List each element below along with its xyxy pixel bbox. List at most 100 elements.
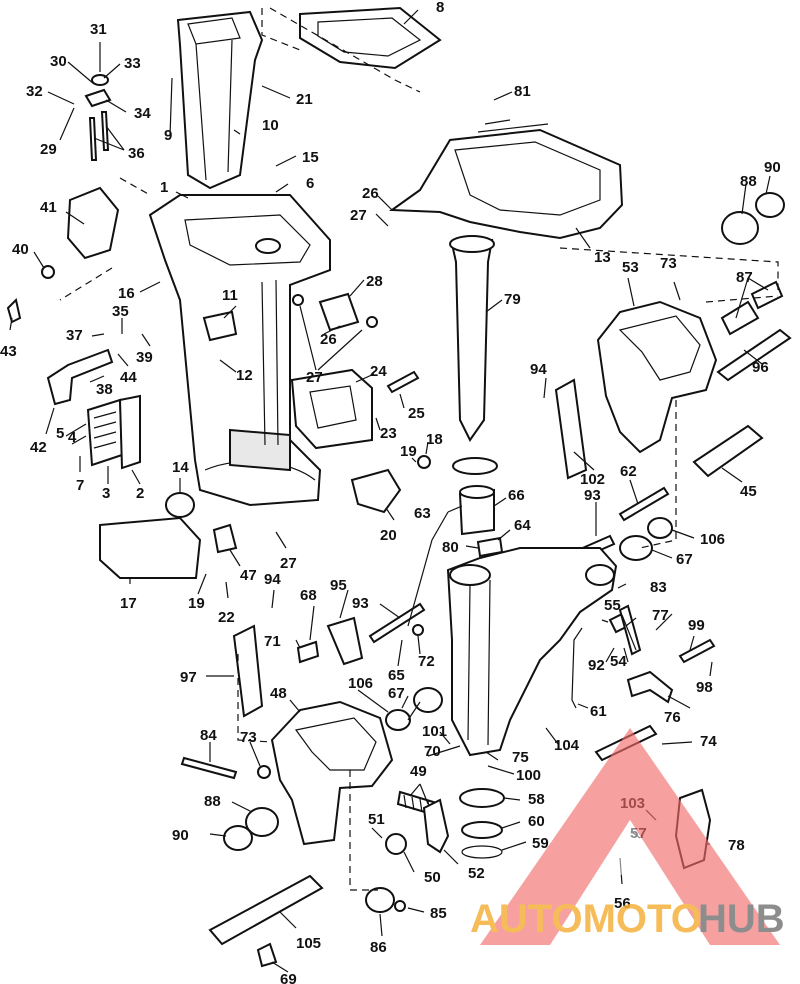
callout-67a: 67 [676,551,693,568]
callout-42: 42 [30,439,47,456]
callout-71: 71 [264,633,281,650]
callout-21: 21 [296,91,313,108]
callout-13: 13 [594,249,611,266]
callout-75: 75 [512,749,529,766]
callout-87: 87 [736,269,753,286]
washer-106b [385,709,411,731]
callout-102: 102 [580,471,605,488]
callout-81: 81 [514,83,531,100]
callout-3: 3 [102,485,110,502]
bracket-34 [84,88,112,108]
callout-28: 28 [366,273,383,290]
callout-18: 18 [426,431,443,448]
callout-101: 101 [422,723,447,740]
drive-shaft-housing-1 [148,194,331,507]
knob-50 [385,833,407,855]
lever-76 [626,670,674,704]
bolt-25 [386,370,420,394]
callout-19a: 19 [400,443,417,460]
callout-94b: 94 [264,571,281,588]
callout-8: 8 [436,0,444,16]
cap-47 [212,523,238,554]
callout-26b: 26 [320,331,337,348]
sleeve-45 [692,424,764,478]
callout-88a: 88 [740,173,757,190]
callout-37: 37 [66,327,83,344]
callout-5: 5 [56,425,64,442]
callout-27b: 27 [306,369,323,386]
ring-58 [459,788,505,808]
pin-98 [678,638,716,664]
nut-88-bottom [245,807,279,837]
cap-90-top [755,192,785,218]
callout-98: 98 [696,679,713,696]
callout-99: 99 [688,617,705,634]
callout-85: 85 [430,905,447,922]
lever-38 [46,348,114,406]
callout-64: 64 [514,517,531,534]
screw-72 [412,624,424,636]
callout-48: 48 [270,685,287,702]
bushing-63 [452,457,498,475]
callout-43: 43 [0,343,17,360]
shaft-79 [450,238,494,442]
callout-17: 17 [120,595,137,612]
block-71 [296,640,320,664]
bushing-67b [413,687,443,713]
callout-14: 14 [172,459,189,476]
roller-87b [750,280,784,310]
callout-70: 70 [424,743,441,760]
callout-83: 83 [650,579,667,596]
exhaust-tube-10 [176,10,264,190]
callout-20: 20 [380,527,397,544]
callout-104: 104 [554,737,580,754]
callout-72: 72 [418,653,435,670]
callout-4: 4 [68,429,77,446]
callout-29: 29 [40,141,57,158]
watermark-text-hub: HUB [698,897,785,941]
callout-53: 53 [622,259,639,276]
pin-36b [100,111,110,151]
callout-27a: 27 [350,207,367,224]
callout-66: 66 [508,487,525,504]
callout-10: 10 [262,117,279,134]
callout-40: 40 [12,241,29,258]
watermark-text-automoto: AUTOMOTO [470,897,702,941]
bolt-43 [6,298,22,324]
nut-73b [257,765,271,779]
callout-45: 45 [740,483,757,500]
callout-68: 68 [300,587,317,604]
callout-55: 55 [604,597,621,614]
callout-50: 50 [424,869,441,886]
callout-41: 41 [40,199,57,216]
bushing-67a [619,535,653,561]
bolt-62 [618,486,670,522]
plate-2 [118,394,141,470]
shaft-93b [368,602,426,644]
callout-67b: 67 [388,685,405,702]
callout-93b: 93 [352,595,369,612]
callout-58: 58 [528,791,545,808]
callout-35: 35 [112,303,129,320]
callout-63: 63 [414,505,431,522]
callout-52: 52 [468,865,485,882]
callout-16: 16 [118,285,135,302]
plate-3 [86,398,124,467]
lever-52 [422,798,450,854]
callout-51: 51 [368,811,385,828]
callout-11: 11 [222,287,238,304]
callout-69: 69 [280,971,297,984]
callout-77: 77 [652,607,669,624]
callout-2: 2 [136,485,144,502]
callout-105: 105 [296,935,321,952]
callout-97: 97 [180,669,197,686]
callout-32: 32 [26,83,43,100]
callout-61: 61 [590,703,607,720]
cover-17 [99,516,202,579]
plate-24 [290,368,373,450]
callout-24: 24 [370,363,387,380]
callout-90a: 90 [764,159,781,176]
bracket-97 [232,624,264,718]
callout-73b: 73 [240,729,257,746]
